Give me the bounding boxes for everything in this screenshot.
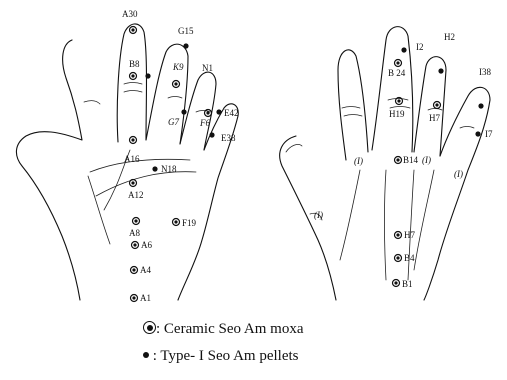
point-label: B 24 <box>388 68 406 78</box>
right-hand-labels: I2 H2 B 24 I38 H19 H7 I7 (I) B14 (I) (I)… <box>314 32 493 289</box>
point-label: I38 <box>479 67 491 77</box>
point-label: A16 <box>124 154 140 164</box>
right-hand-outline <box>280 27 490 300</box>
point-label: H19 <box>389 109 405 119</box>
point-label: H2 <box>444 32 455 42</box>
pellet-point <box>401 47 406 52</box>
point-label: A1 <box>140 293 151 303</box>
point-label: B14 <box>403 155 419 165</box>
point-label: H7 <box>404 230 415 240</box>
ceramic-moxa-point <box>395 60 402 67</box>
point-label: (I) <box>354 156 363 166</box>
legend-ceramic-moxa: : Ceramic Seo Am moxa <box>143 321 303 338</box>
ceramic-moxa-point <box>173 219 180 226</box>
ceramic-moxa-point <box>130 73 137 80</box>
pellet-point <box>216 109 221 114</box>
legend-pellet-text: : Type- I Seo Am pellets <box>149 348 299 364</box>
ceramic-moxa-point <box>395 232 402 239</box>
pellet-point <box>209 132 214 137</box>
ceramic-moxa-point <box>130 137 137 144</box>
ceramic-moxa-point <box>205 110 212 117</box>
ceramic-moxa-point <box>395 157 402 164</box>
point-label: B4 <box>404 253 415 263</box>
ceramic-moxa-icon <box>143 321 156 334</box>
point-label: A6 <box>141 240 152 250</box>
ceramic-moxa-point <box>393 280 400 287</box>
left-hand-labels: A30 G15 B8 K9 N1 G7 E42 F6 E38 A16 N18 A… <box>122 9 239 303</box>
point-label: A12 <box>128 190 144 200</box>
point-label: E42 <box>224 108 239 118</box>
point-label: A8 <box>129 228 140 238</box>
point-label: K9 <box>172 62 184 72</box>
point-label: I2 <box>416 42 424 52</box>
ceramic-moxa-point <box>133 218 140 225</box>
point-label: N1 <box>202 63 213 73</box>
pellet-point <box>478 103 483 108</box>
point-label: A30 <box>122 9 138 19</box>
pellet-point <box>145 73 150 78</box>
point-label: A4 <box>140 265 151 275</box>
right-hand-points <box>393 47 484 286</box>
point-label: E38 <box>221 133 236 143</box>
point-label: H7 <box>429 113 440 123</box>
legend-ceramic-text: : Ceramic Seo Am moxa <box>156 321 303 337</box>
point-label: F6 <box>199 118 210 128</box>
pellet-point <box>152 166 157 171</box>
ceramic-moxa-point <box>434 102 441 109</box>
point-label: I7 <box>485 129 493 139</box>
point-label: B1 <box>402 279 413 289</box>
point-label: (I) <box>454 169 463 179</box>
point-label: B8 <box>129 59 140 69</box>
ceramic-moxa-point <box>132 242 139 249</box>
pellet-point <box>183 43 188 48</box>
pellet-point <box>181 109 186 114</box>
ceramic-moxa-point <box>130 27 137 34</box>
ceramic-moxa-point <box>131 295 138 302</box>
point-label: (I) <box>422 155 431 165</box>
legend-pellet: : Type- I Seo Am pellets <box>143 348 299 365</box>
pellet-point <box>475 131 480 136</box>
ceramic-moxa-point <box>395 255 402 262</box>
point-label: N18 <box>161 164 177 174</box>
point-label: (I) <box>314 210 323 220</box>
point-label: F19 <box>182 218 197 228</box>
ceramic-moxa-point <box>173 81 180 88</box>
ceramic-moxa-point <box>131 267 138 274</box>
point-label: G15 <box>178 26 194 36</box>
ceramic-moxa-point <box>130 180 137 187</box>
point-label: G7 <box>168 117 179 127</box>
pellet-point <box>438 68 443 73</box>
